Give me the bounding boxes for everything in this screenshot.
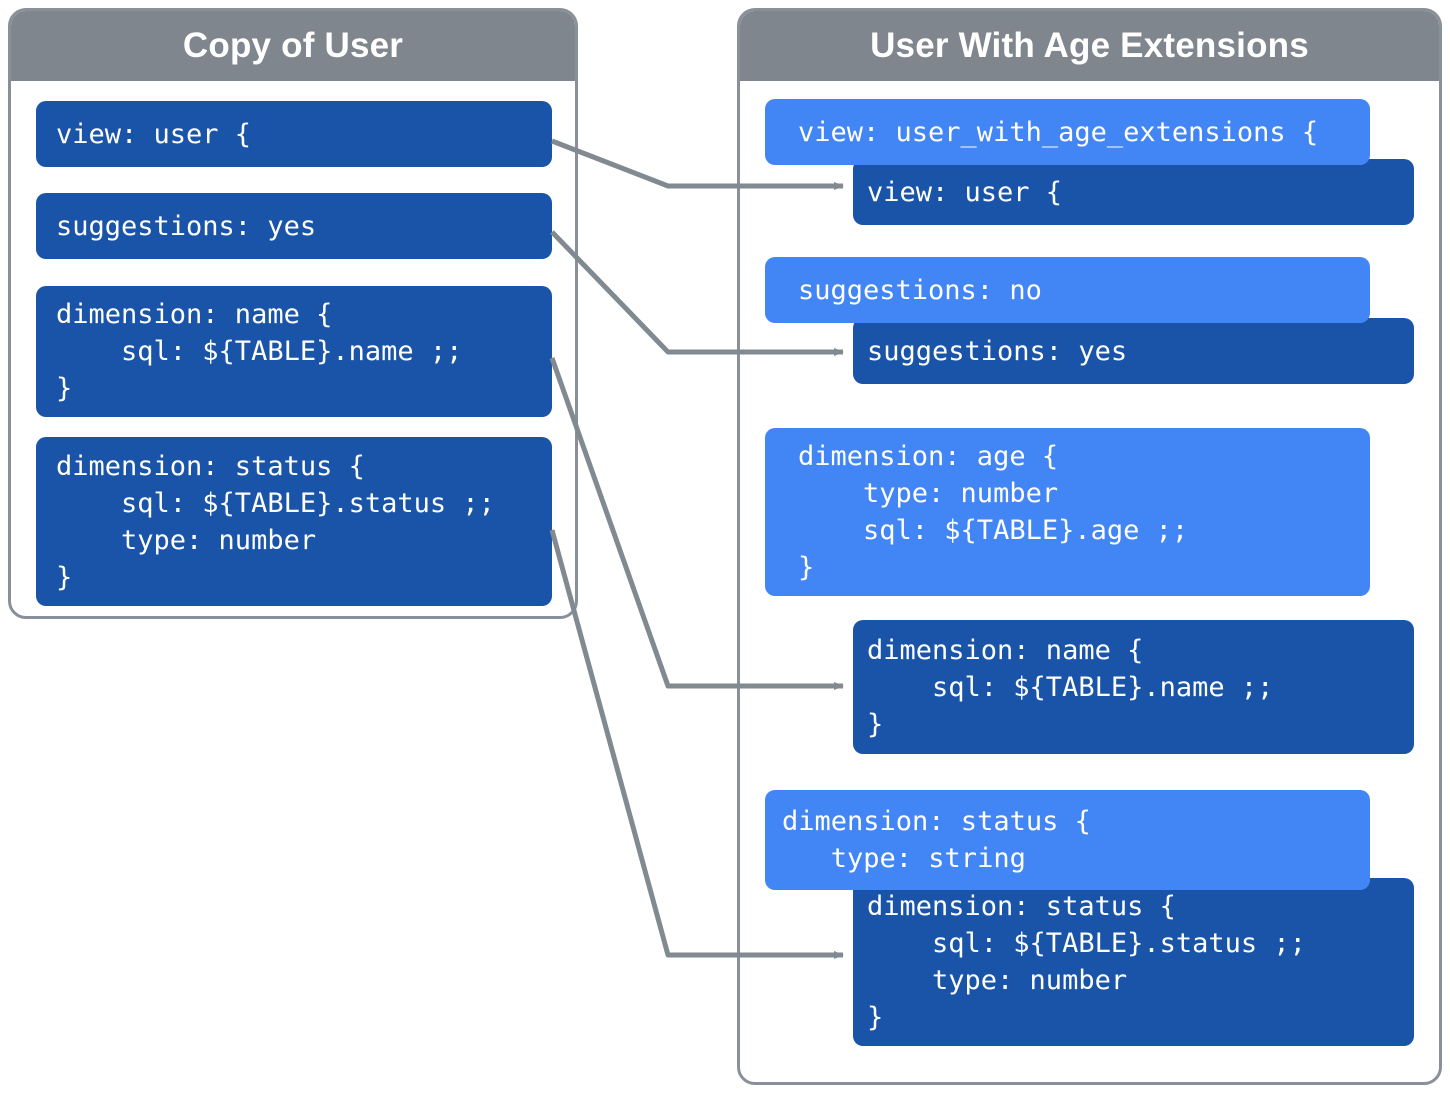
code-text: suggestions: no xyxy=(798,274,1042,306)
panel-left-header: Copy of User xyxy=(11,11,575,81)
code-text: suggestions: yes xyxy=(867,335,1128,367)
code-text: dimension: name { sql: ${TABLE}.name ;; … xyxy=(867,634,1274,740)
code-text: dimension: status { type: string xyxy=(782,806,1091,874)
code-text: view: user { xyxy=(867,176,1063,208)
code-block-view-user-with-age-extensions: view: user_with_age_extensions { xyxy=(765,99,1370,165)
code-block-dimension-status-override: dimension: status { type: string xyxy=(765,790,1370,890)
code-block-dimension-status: dimension: status { sql: ${TABLE}.status… xyxy=(36,437,552,606)
code-text: dimension: status { sql: ${TABLE}.status… xyxy=(56,450,495,593)
code-block-dimension-name: dimension: name { sql: ${TABLE}.name ;; … xyxy=(36,286,552,417)
code-block-inherited-dimension-status: dimension: status { sql: ${TABLE}.status… xyxy=(853,878,1414,1046)
code-text: dimension: name { sql: ${TABLE}.name ;; … xyxy=(56,299,463,404)
code-text: suggestions: yes xyxy=(56,210,317,242)
code-text: dimension: status { sql: ${TABLE}.status… xyxy=(867,891,1306,1033)
code-block-view-user: view: user { xyxy=(36,101,552,167)
code-block-suggestions-yes: suggestions: yes xyxy=(36,193,552,259)
panel-right-header: User With Age Extensions xyxy=(740,11,1439,81)
code-block-inherited-view-user: view: user { xyxy=(853,159,1414,225)
code-text: view: user_with_age_extensions { xyxy=(798,116,1319,148)
code-block-inherited-suggestions-yes: suggestions: yes xyxy=(853,318,1414,384)
code-block-dimension-age: dimension: age { type: number sql: ${TAB… xyxy=(765,428,1370,596)
code-text: dimension: age { type: number sql: ${TAB… xyxy=(798,441,1189,583)
code-block-inherited-dimension-name: dimension: name { sql: ${TABLE}.name ;; … xyxy=(853,620,1414,754)
code-text: view: user { xyxy=(56,118,252,150)
code-block-suggestions-no: suggestions: no xyxy=(765,257,1370,323)
panel-right-title: User With Age Extensions xyxy=(870,26,1309,65)
panel-left-title: Copy of User xyxy=(182,26,404,65)
